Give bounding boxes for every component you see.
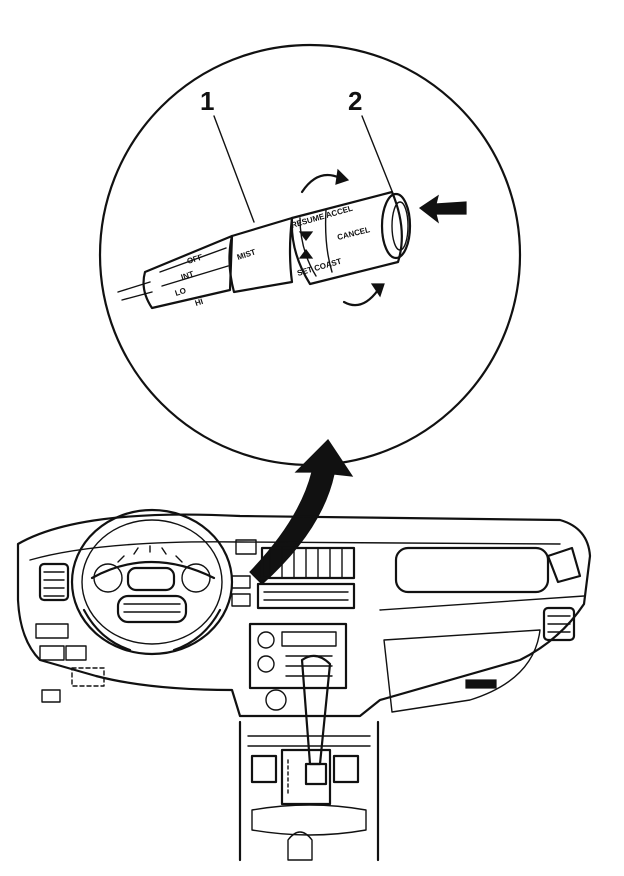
right-gauge (181, 563, 211, 593)
rotate-down-arrow (342, 288, 380, 307)
gauge-cluster (90, 545, 216, 593)
label-set-coast: SET COAST (296, 257, 343, 278)
shift-gate (280, 748, 332, 806)
mist-collar (228, 216, 294, 294)
console-switch-left (250, 754, 278, 784)
console-armrest (251, 804, 367, 836)
center-vents (260, 546, 356, 580)
label-lo: LO (174, 286, 187, 298)
left-blank-panel (71, 667, 105, 687)
center-gauge (126, 566, 176, 592)
rocker-arrows-icon (298, 231, 314, 259)
cancel-end-cap (380, 192, 412, 260)
shift-lever-base (304, 762, 328, 786)
parking-brake (287, 831, 313, 861)
detail-magnifier: OFF INT LO HI MIST RESUME ACCEL SET COAS… (98, 43, 522, 467)
wiper-band (142, 234, 234, 310)
left-gauge (93, 563, 123, 593)
rotate-up-arrow (300, 174, 342, 194)
right-vent (542, 606, 576, 642)
cruise-switch-body (290, 190, 403, 286)
center-console (238, 654, 380, 862)
label-hi: HI (194, 297, 204, 308)
hvac-controls (248, 622, 348, 690)
label-int: INT (180, 269, 195, 282)
glove-box (383, 629, 541, 713)
left-switch-3 (65, 645, 87, 661)
left-vent (38, 562, 70, 602)
glove-box-handle (465, 679, 497, 689)
dashboard-outline (16, 513, 592, 718)
zoom-arrow (249, 439, 354, 585)
left-lower-switch (41, 689, 61, 703)
radio-unit (256, 582, 356, 610)
hvac-knob (265, 689, 287, 711)
label-cancel: CANCEL (336, 225, 371, 242)
callout-2-number: 2 (348, 86, 362, 116)
callout-1-leader (213, 115, 255, 223)
left-switch-2 (39, 645, 65, 661)
steering-hub (116, 594, 188, 624)
multifunction-stalk: OFF INT LO HI MIST RESUME ACCEL SET COAS… (117, 190, 412, 310)
console-switch-right (332, 754, 360, 784)
steering-wheel (70, 508, 234, 656)
callout-2-leader (361, 115, 395, 197)
instrument-panel (16, 508, 592, 718)
callout-1-number: 1 (200, 86, 214, 116)
push-arrow-icon (418, 194, 467, 224)
shift-lever (300, 654, 332, 766)
center-switch-2 (231, 593, 251, 607)
upper-glove-box (394, 546, 550, 594)
hazard-switch (235, 539, 257, 555)
left-switch-1 (35, 623, 69, 639)
label-mist: MIST (236, 247, 257, 261)
center-switch-1 (231, 575, 251, 589)
right-upper-vent (546, 546, 582, 584)
